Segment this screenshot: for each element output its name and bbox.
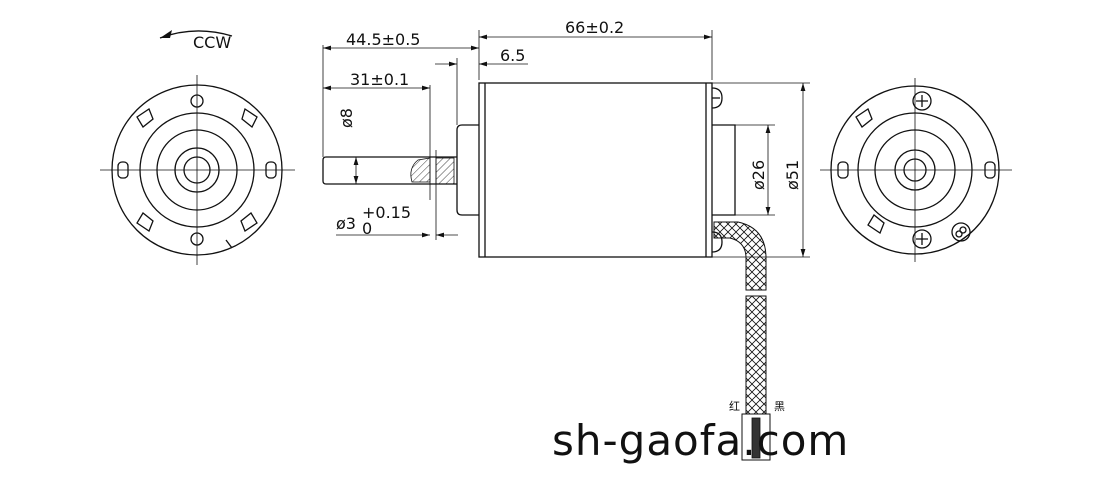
dim-shaft-diameter: ø8 (337, 108, 356, 128)
dim-flat-width-tol-lower: 0 (362, 219, 372, 238)
watermark: sh-gaofa.com (552, 416, 850, 465)
dim-boss-length: 6.5 (500, 46, 525, 65)
dim-flat-length: 31±0.1 (350, 70, 409, 89)
rear-end-view (820, 78, 1012, 262)
dim-flat-width: ø3 (336, 214, 356, 233)
dim-body-length: 66±0.2 (565, 18, 624, 37)
lead-wire (713, 221, 771, 461)
dim-flat-width-tol-upper: +0.15 (362, 203, 411, 222)
rotation-label: CCW (193, 33, 231, 52)
motor-side-view (322, 82, 736, 258)
dim-shaft-length: 44.5±0.5 (346, 30, 420, 49)
wire-label-red: 红 (729, 400, 740, 413)
wire-label-black: 黑 (774, 400, 785, 413)
dim-boss-diameter: ø26 (749, 160, 768, 190)
front-end-view (100, 75, 295, 265)
rotation-arrow-icon (159, 30, 233, 39)
dim-body-diameter: ø51 (783, 160, 802, 190)
